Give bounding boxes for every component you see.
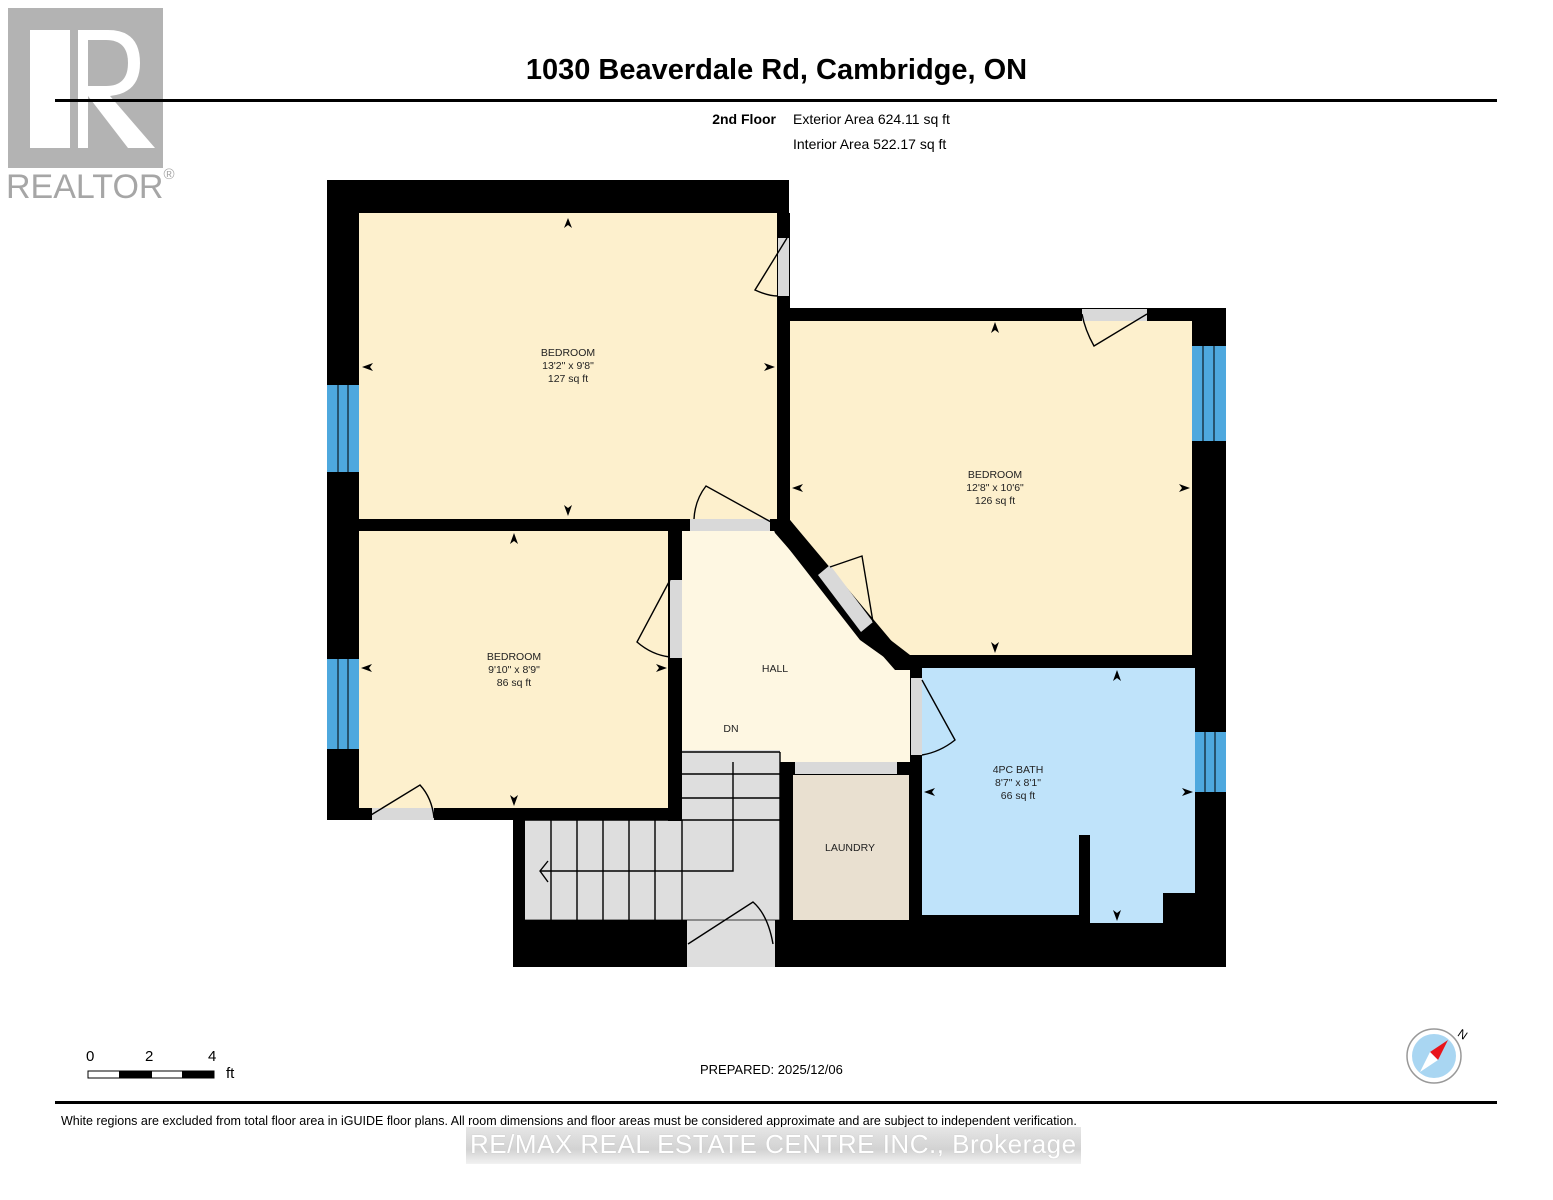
- svg-text:4PC BATH: 4PC BATH: [993, 764, 1044, 776]
- svg-text:8'7" x 8'1": 8'7" x 8'1": [995, 777, 1041, 789]
- window-bedroom-1: [327, 385, 359, 472]
- laundry-floor: [793, 775, 909, 920]
- bath-floor: [922, 668, 1195, 923]
- svg-text:BEDROOM: BEDROOM: [968, 469, 1022, 481]
- stairs-down-label: DN: [723, 723, 738, 735]
- compass-north-icon: N: [1406, 1026, 1470, 1084]
- stair-landing-door: [687, 920, 775, 967]
- window-bedroom-3: [327, 659, 359, 749]
- stair-direction-arrow: [540, 762, 734, 872]
- brokerage-watermark: RE/MAX REAL ESTATE CENTRE INC., Brokerag…: [466, 1127, 1081, 1164]
- stairs-lower: [525, 820, 780, 920]
- room-fills: [359, 213, 1195, 967]
- svg-text:66 sq ft: 66 sq ft: [1001, 790, 1036, 802]
- svg-text:N: N: [1455, 1026, 1470, 1042]
- svg-text:BEDROOM: BEDROOM: [541, 347, 595, 359]
- svg-text:127 sq ft: 127 sq ft: [548, 373, 588, 385]
- scale-tick-4: 4: [208, 1048, 217, 1065]
- room-label-hall: HALL: [762, 663, 788, 675]
- window-bath: [1195, 732, 1226, 792]
- svg-text:BEDROOM: BEDROOM: [487, 651, 541, 663]
- page-title: 1030 Beaverdale Rd, Cambridge, ON: [525, 54, 1028, 86]
- room-label-bedroom-1: BEDROOM 13'2" x 9'8" 127 sq ft: [541, 347, 595, 385]
- svg-text:126 sq ft: 126 sq ft: [975, 495, 1015, 507]
- room-label-laundry: LAUNDRY: [825, 842, 875, 854]
- room-label-bedroom-2: BEDROOM 12'8" x 10'6" 126 sq ft: [966, 469, 1024, 507]
- door-swings: [370, 237, 1148, 945]
- stair-treads: [525, 751, 781, 921]
- interior-area: Interior Area 522.17 sq ft: [793, 136, 947, 152]
- disclaimer-text: White regions are excluded from total fl…: [61, 1114, 1077, 1128]
- svg-text:86 sq ft: 86 sq ft: [497, 677, 532, 689]
- header-divider: [55, 99, 1497, 102]
- svg-text:13'2" x 9'8": 13'2" x 9'8": [542, 360, 594, 372]
- footer-divider: [55, 1101, 1497, 1104]
- prepared-date: PREPARED: 2025/12/06: [700, 1062, 843, 1077]
- scale-tick-2: 2: [145, 1048, 154, 1065]
- room-label-bedroom-3: BEDROOM 9'10" x 8'9" 86 sq ft: [487, 651, 541, 689]
- scale-unit: ft: [226, 1065, 235, 1082]
- bedroom-1-floor: [359, 213, 777, 519]
- windows: [327, 346, 1226, 792]
- scale-tick-0: 0: [86, 1048, 95, 1065]
- scale-bar: [87, 1070, 215, 1079]
- stairs-upper: [682, 750, 780, 820]
- realtor-logo-text: REALTOR®: [6, 166, 175, 206]
- floor-label: 2nd Floor: [712, 111, 776, 127]
- window-bedroom-2: [1192, 346, 1226, 441]
- svg-text:9'10" x 8'9": 9'10" x 8'9": [488, 664, 540, 676]
- bedroom-2-floor: [790, 321, 1192, 655]
- realtor-logo-icon: [8, 8, 163, 168]
- exterior-area: Exterior Area 624.11 sq ft: [793, 111, 950, 127]
- door-openings: [372, 238, 1147, 820]
- svg-text:12'8" x 10'6": 12'8" x 10'6": [966, 482, 1024, 494]
- hall-floor: [682, 531, 910, 762]
- room-label-bath: 4PC BATH 8'7" x 8'1" 66 sq ft: [993, 764, 1044, 802]
- dimension-arrows: [361, 218, 1193, 921]
- bedroom-3-floor: [359, 531, 668, 808]
